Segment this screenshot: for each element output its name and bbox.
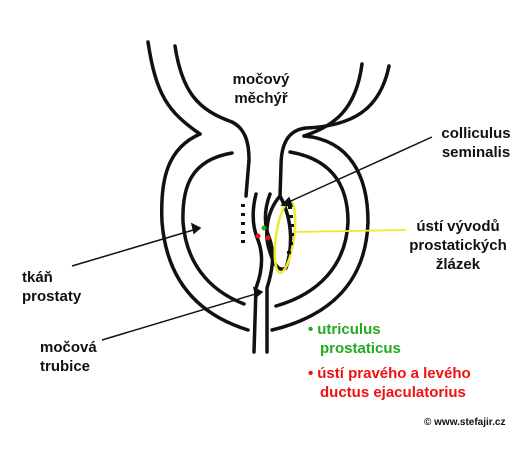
prostate-capsule-outer-right bbox=[270, 134, 370, 332]
legend-ejaculatory: •ústí pravého a levého ductus ejaculator… bbox=[308, 365, 471, 401]
colliculus-seminalis-shape bbox=[265, 194, 293, 271]
pointer-urethra-arrowhead bbox=[252, 286, 264, 299]
legend-utriculus: •utriculus prostaticus bbox=[308, 321, 401, 357]
pointer-urethra bbox=[101, 291, 263, 341]
ejaculatory-dot-right bbox=[265, 235, 271, 241]
bladder-inner-wall-left bbox=[173, 44, 251, 198]
pointer-ducts bbox=[292, 229, 407, 233]
duct-openings-left bbox=[241, 204, 245, 243]
copyright-credit: © www.stefajir.cz bbox=[424, 417, 506, 428]
urethra-wall-right bbox=[263, 192, 275, 354]
utriculus-dot bbox=[261, 225, 267, 231]
bladder-outer-wall-right bbox=[302, 62, 364, 138]
label-tissue: tkáň prostaty bbox=[22, 269, 82, 305]
pointer-colliculus-arrowhead bbox=[280, 196, 294, 207]
ejaculatory-dot-left bbox=[255, 233, 261, 239]
prostate-capsule-inner-left bbox=[181, 151, 246, 306]
label-bladder: močový měchýř bbox=[232, 71, 290, 107]
pointer-colliculus bbox=[281, 136, 433, 206]
prostate-capsule-inner-right bbox=[274, 150, 350, 308]
label-colliculus: colliculus seminalis bbox=[441, 125, 511, 161]
legend-utriculus-bullet: • bbox=[308, 321, 314, 338]
legend-ejaculatory-bullet: • bbox=[308, 365, 314, 382]
pointer-tissue bbox=[71, 227, 201, 267]
pointer-tissue-arrowhead bbox=[190, 222, 202, 235]
bladder-outer-wall-left bbox=[146, 40, 202, 136]
bladder-inner-wall-right bbox=[278, 64, 391, 198]
label-ducts: ústí vývodů prostatických žlázek bbox=[409, 218, 507, 273]
duct-openings-right bbox=[287, 206, 294, 254]
prostate-capsule-outer-left bbox=[159, 132, 250, 332]
urethra-wall-left bbox=[251, 192, 264, 354]
label-urethra: močová trubice bbox=[40, 339, 97, 375]
